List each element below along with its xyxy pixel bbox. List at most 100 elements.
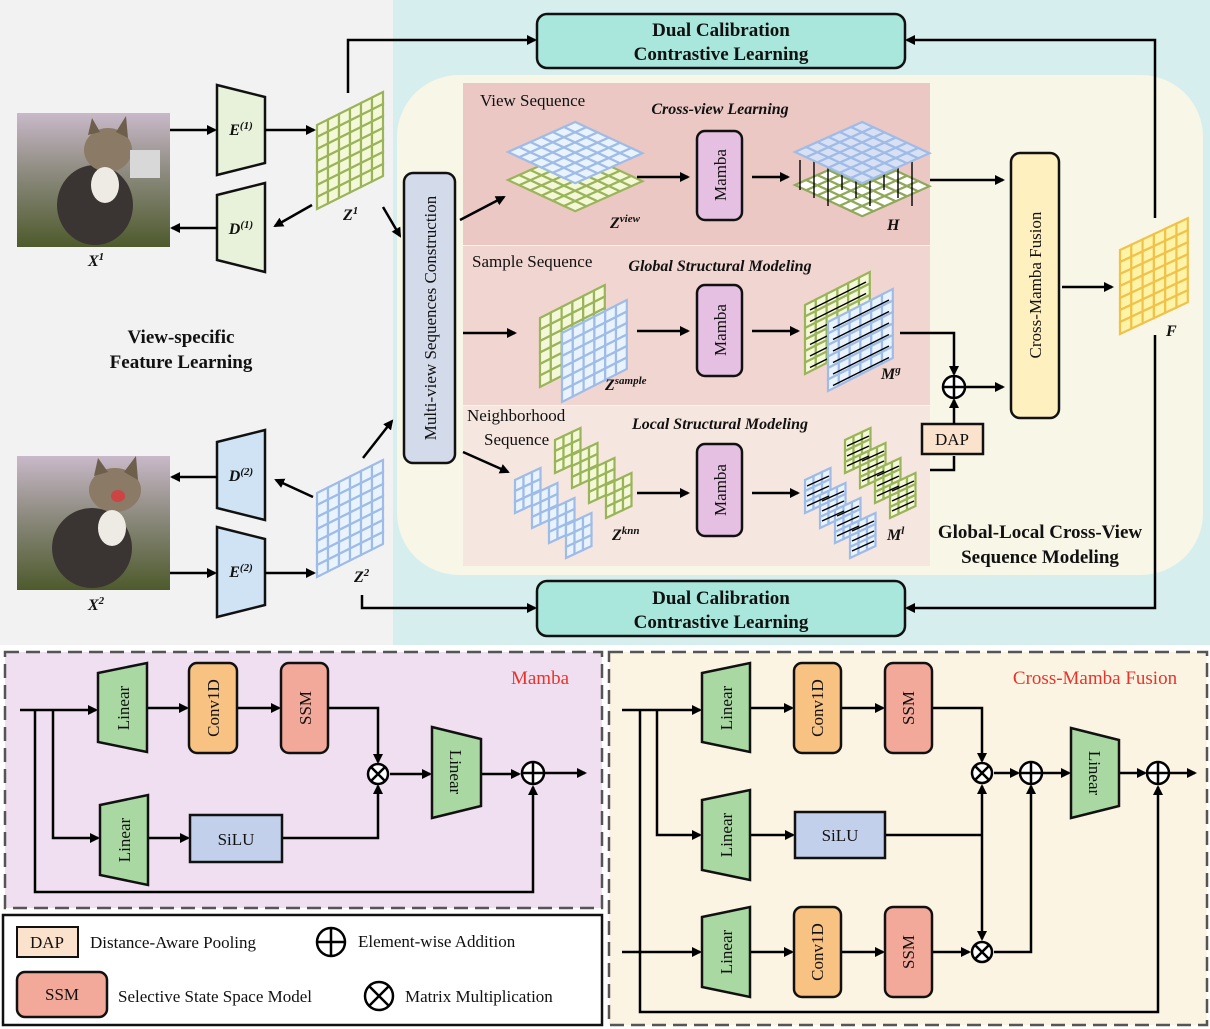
mg-scan-arrows-2 <box>832 299 890 387</box>
grid-cell <box>541 509 550 524</box>
decoder-1: D(1) <box>215 181 267 274</box>
feature-grids <box>317 92 1188 577</box>
grid-cell <box>566 543 575 558</box>
zknn-green-patch <box>606 473 632 518</box>
mamba-silu: SiLU <box>188 813 284 864</box>
row2-seq-label: Sample Sequence <box>472 252 592 271</box>
scan-arrow <box>861 460 885 472</box>
zsample-blue <box>562 300 627 402</box>
f-label: F <box>1165 323 1177 340</box>
scan-arrow <box>832 345 890 375</box>
row1-seq-label: View Sequence <box>480 91 585 110</box>
grid-cell <box>606 503 615 518</box>
cat-image-view2 <box>17 456 170 590</box>
scan-arrow <box>861 470 885 482</box>
svg-text:SSM: SSM <box>899 935 918 969</box>
legend-addition-icon <box>315 926 347 958</box>
dccl-bottom-line1: Dual Calibration <box>652 588 790 609</box>
legend-dap-text: Distance-Aware Pooling <box>90 933 257 952</box>
grid-cell <box>575 539 584 554</box>
scan-arrow <box>891 500 915 512</box>
grid-cell <box>620 176 642 186</box>
matrix-multiplication-icon <box>366 762 390 786</box>
h-blue-layer <box>795 122 929 183</box>
zknn-blue-patch <box>549 498 575 543</box>
svg-text:SSM: SSM <box>899 691 918 725</box>
grid-cell <box>615 499 624 514</box>
dccl-bottom-box: Dual Calibration Contrastive Learning <box>535 579 907 638</box>
grid-cell <box>581 469 590 484</box>
ml-scan-arrows <box>806 435 915 552</box>
row3-title: Local Structural Modeling <box>631 416 808 433</box>
scan-arrow <box>846 445 870 457</box>
z2-label: Z2 <box>353 567 370 586</box>
scan-arrow <box>876 485 900 497</box>
scan-arrow <box>851 520 875 532</box>
fusion-conv1d-2: Conv1D <box>792 905 843 999</box>
view-specific-line2: Feature Learning <box>110 352 253 373</box>
dccl-top-line2: Contrastive Learning <box>634 44 809 65</box>
dccl-bottom-line2: Contrastive Learning <box>634 612 809 633</box>
scan-arrow <box>821 490 845 502</box>
legend-multiplication-icon <box>363 980 395 1012</box>
grid-cell <box>616 358 627 375</box>
scan-arrow <box>861 450 885 462</box>
z1-feature-grid <box>317 92 383 209</box>
svg-text:Linear: Linear <box>717 812 736 857</box>
svg-text:Mamba: Mamba <box>711 149 730 201</box>
scan-arrow <box>876 465 900 477</box>
encoder-1: E(1) <box>215 83 267 177</box>
grid-cell <box>372 164 383 182</box>
element-wise-addition-icon <box>1145 760 1171 786</box>
fusion-ssm-1: SSM <box>883 661 934 755</box>
svg-text:SiLU: SiLU <box>218 830 255 849</box>
matrix-multiplication-icon <box>970 940 994 964</box>
scan-arrow <box>821 510 845 522</box>
mamba-conv1d: Conv1D <box>187 661 239 755</box>
scan-arrow <box>832 356 890 387</box>
scan-arrow <box>806 485 830 497</box>
zknn-blue-patch <box>566 513 592 558</box>
svg-text:SSM: SSM <box>296 691 315 725</box>
matrix-multiplication-icon <box>970 761 994 785</box>
grid-cell <box>532 513 541 528</box>
scan-arrow <box>851 540 875 552</box>
scan-arrow <box>832 299 890 329</box>
row2-title: Global Structural Modeling <box>628 258 811 275</box>
svg-text:Linear: Linear <box>717 685 736 730</box>
scan-arrow <box>832 333 890 364</box>
mamba-block-row2: Mamba <box>695 283 744 378</box>
svg-text:E(2): E(2) <box>228 562 253 581</box>
row1-title: Cross-view Learning <box>651 101 788 118</box>
mamba-block-row3: Mamba <box>695 442 744 538</box>
scan-arrow <box>836 505 860 517</box>
svg-text:Conv1D: Conv1D <box>808 923 827 981</box>
h-label: H <box>886 217 900 234</box>
x2-label: X2 <box>87 595 105 614</box>
svg-text:Linear: Linear <box>115 817 134 862</box>
element-wise-addition-icon <box>941 374 967 400</box>
legend-dap-swatch: DAP <box>16 926 79 958</box>
global-local-line2: Sequence Modeling <box>961 547 1119 568</box>
svg-text:Mamba: Mamba <box>711 304 730 356</box>
z2-feature-grid <box>317 460 383 577</box>
zknn-label: Zknn <box>611 525 640 544</box>
grid-cell <box>515 498 524 513</box>
x1-label: X1 <box>87 251 104 270</box>
f-feature-grid <box>1120 218 1188 334</box>
fusion-conv1d-1: Conv1D <box>792 661 843 755</box>
fusion-silu: SiLU <box>793 810 887 860</box>
scan-arrow <box>809 292 867 323</box>
svg-text:Linear: Linear <box>114 685 133 730</box>
legend-multiplication-text: Matrix Multiplication <box>405 987 553 1006</box>
fusion-linear-4: Linear <box>1069 726 1121 820</box>
scan-arrow <box>846 435 870 447</box>
svg-text:Conv1D: Conv1D <box>808 679 827 737</box>
element-wise-addition-icon <box>520 760 546 786</box>
scan-arrow <box>806 495 830 507</box>
scan-arrow <box>832 310 890 341</box>
grid-cell <box>572 473 581 488</box>
svg-text:SSM: SSM <box>45 985 79 1004</box>
ml-label: Ml <box>886 525 905 544</box>
grid-cell <box>564 454 573 469</box>
